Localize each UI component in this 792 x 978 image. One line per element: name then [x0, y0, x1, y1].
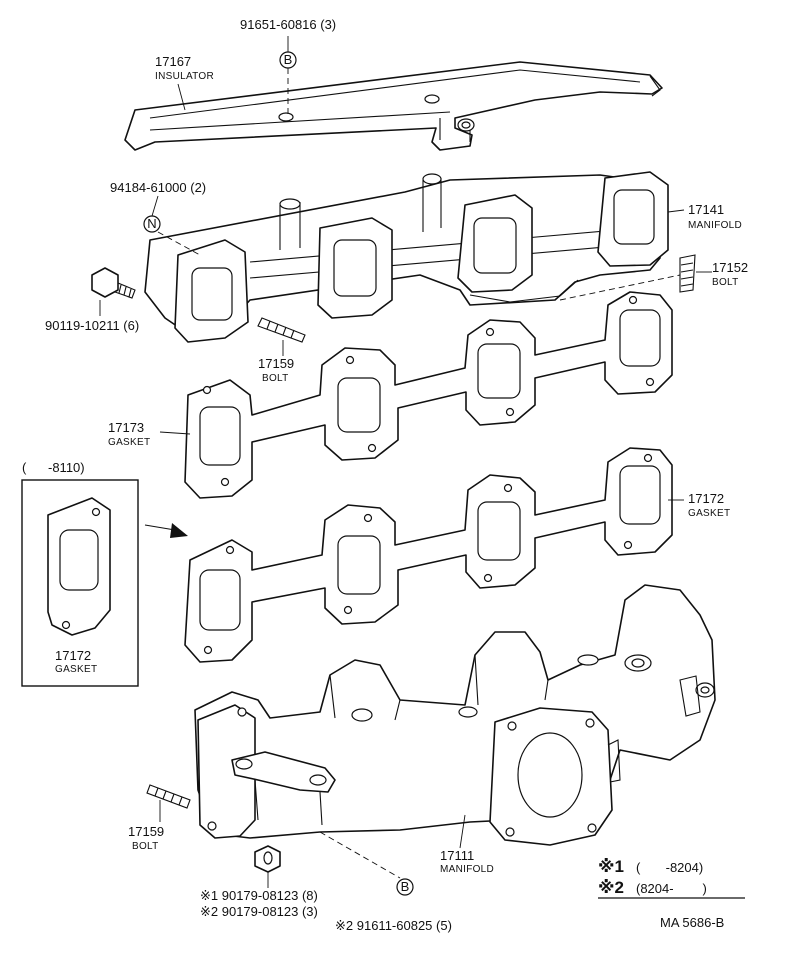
label-gasket-lower-num: 17172 — [688, 491, 724, 506]
leader-lines — [99, 36, 712, 888]
svg-text:B: B — [284, 52, 293, 67]
label-manifold-lower-num: 17111 — [440, 848, 474, 863]
svg-text:N: N — [147, 216, 156, 231]
label-gasket-upper-name: GASKET — [108, 437, 150, 448]
label-nut-lower-2: ※2 90179-08123 (3) — [200, 904, 318, 919]
label-inset-gasket-name: GASKET — [55, 664, 97, 675]
label-stud-right-name: BOLT — [712, 277, 739, 288]
label-manifold-upper-name: MANIFOLD — [688, 220, 742, 231]
legend: ※1 ( -8204) ※2 (8204- ) — [598, 857, 745, 899]
gasket-lower-part — [184, 447, 673, 663]
callout-marker-n: N — [143, 215, 161, 233]
label-manifold-lower-name: MANIFOLD — [440, 864, 494, 875]
diagram-code: MA 5686-B — [660, 915, 724, 930]
label-inset-gasket-num: 17172 — [55, 648, 91, 663]
label-bolt-lower: ※2 91611-60825 (5) — [335, 918, 452, 933]
stud-bolt-right-part — [679, 254, 696, 293]
insulator-part — [124, 61, 663, 151]
nut-lower-part — [254, 845, 281, 873]
svg-text:B: B — [401, 879, 410, 894]
inset-gasket-box — [21, 479, 188, 687]
label-insulator-bolt-num: 91651-60816 (3) — [240, 17, 336, 32]
legend-mark-2: ※2 — [598, 878, 624, 897]
gasket-upper-part — [184, 291, 673, 499]
label-bolt-left-num: 90119-10211 (6) — [45, 318, 139, 333]
callout-marker-b-top: B — [279, 51, 297, 69]
stud-bolt-lower-part — [146, 784, 191, 809]
label-nut-num: 94184-61000 (2) — [110, 180, 206, 195]
label-manifold-upper-num: 17141 — [688, 202, 724, 217]
flange-bolt-left-part — [91, 267, 136, 299]
callout-marker-b-bottom: B — [396, 878, 414, 896]
stud-bolt-middle-part — [257, 317, 306, 343]
label-stud-mid-num: 17159 — [258, 356, 294, 371]
label-stud-mid-name: BOLT — [262, 373, 289, 384]
label-stud-right-num: 17152 — [712, 260, 748, 275]
label-stud-lower-name: BOLT — [132, 841, 159, 852]
legend-mark-1: ※1 — [598, 857, 624, 876]
label-gasket-lower-name: GASKET — [688, 508, 730, 519]
label-nut-lower-1: ※1 90179-08123 (8) — [200, 888, 318, 903]
exhaust-manifold-upper-part — [144, 171, 669, 343]
label-stud-lower-num: 17159 — [128, 824, 164, 839]
label-gasket-upper-num: 17173 — [108, 420, 144, 435]
label-inset-range: ( -8110) — [22, 460, 85, 475]
legend-range-2: (8204- ) — [636, 881, 707, 896]
intake-manifold-lower-part — [194, 584, 716, 846]
label-insulator-name: INSULATOR — [155, 71, 214, 82]
legend-range-1: ( -8204) — [636, 860, 703, 875]
label-insulator-num: 17167 — [155, 54, 191, 69]
